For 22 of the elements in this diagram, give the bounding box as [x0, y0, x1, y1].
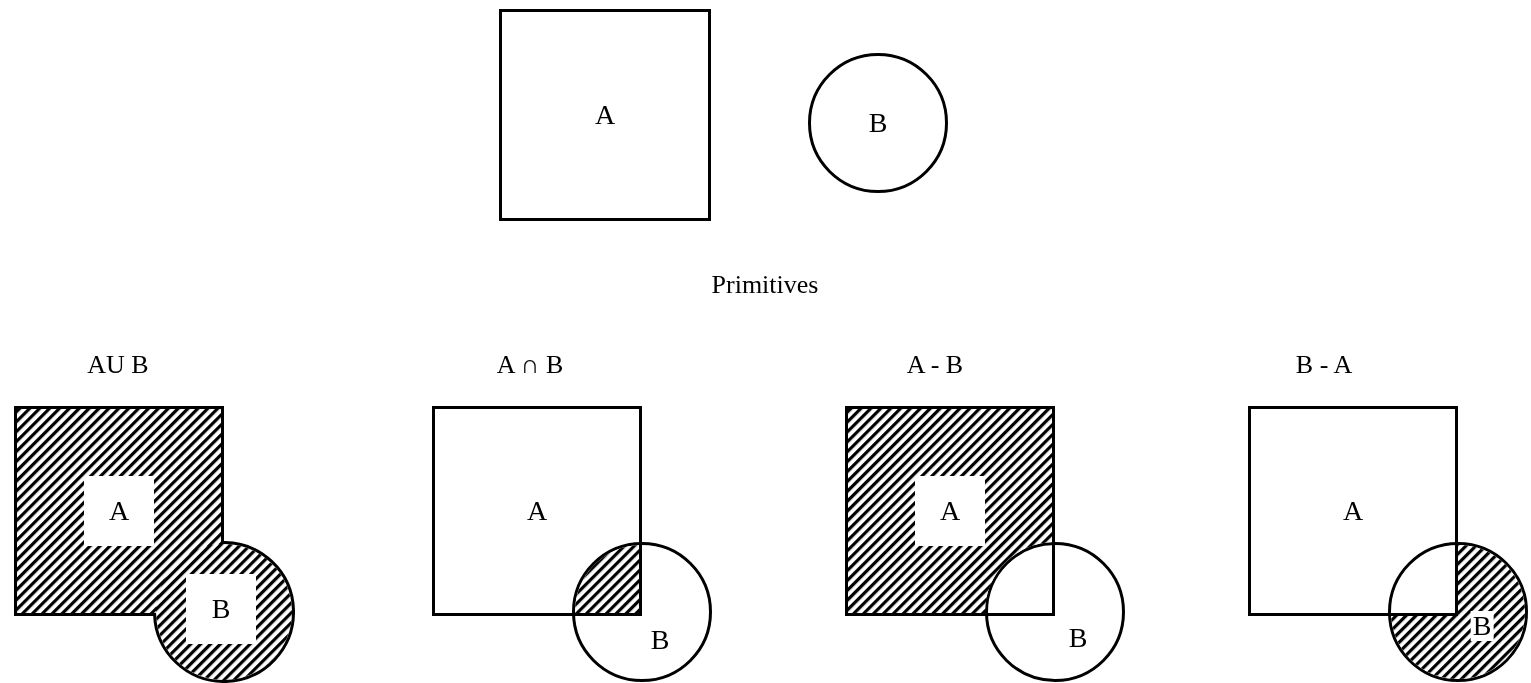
shape-label: A [1342, 497, 1364, 525]
circle-shape [153, 541, 295, 683]
row-caption: Primitives [711, 272, 819, 298]
square-shape [432, 406, 642, 616]
circle-shape [985, 542, 1125, 682]
shape-label: A [526, 497, 548, 525]
shape-label: B [1068, 624, 1088, 652]
shape-label: B [650, 626, 670, 654]
square-shape [1248, 406, 1458, 616]
shape-label: B [1470, 611, 1494, 641]
operation-label: AU B [87, 352, 149, 378]
square-shape [499, 9, 711, 221]
operation-label: A ∩ B [496, 352, 564, 378]
shape-label: B [868, 109, 888, 137]
circle-shape [808, 53, 948, 193]
shape-label: B [186, 574, 256, 644]
operation-label: A - B [906, 352, 964, 378]
shape-label: A [594, 101, 616, 129]
shape-label: A [84, 476, 154, 546]
circle-shape [572, 542, 712, 682]
shape-label: A [915, 476, 985, 546]
operation-label: B - A [1295, 352, 1353, 378]
